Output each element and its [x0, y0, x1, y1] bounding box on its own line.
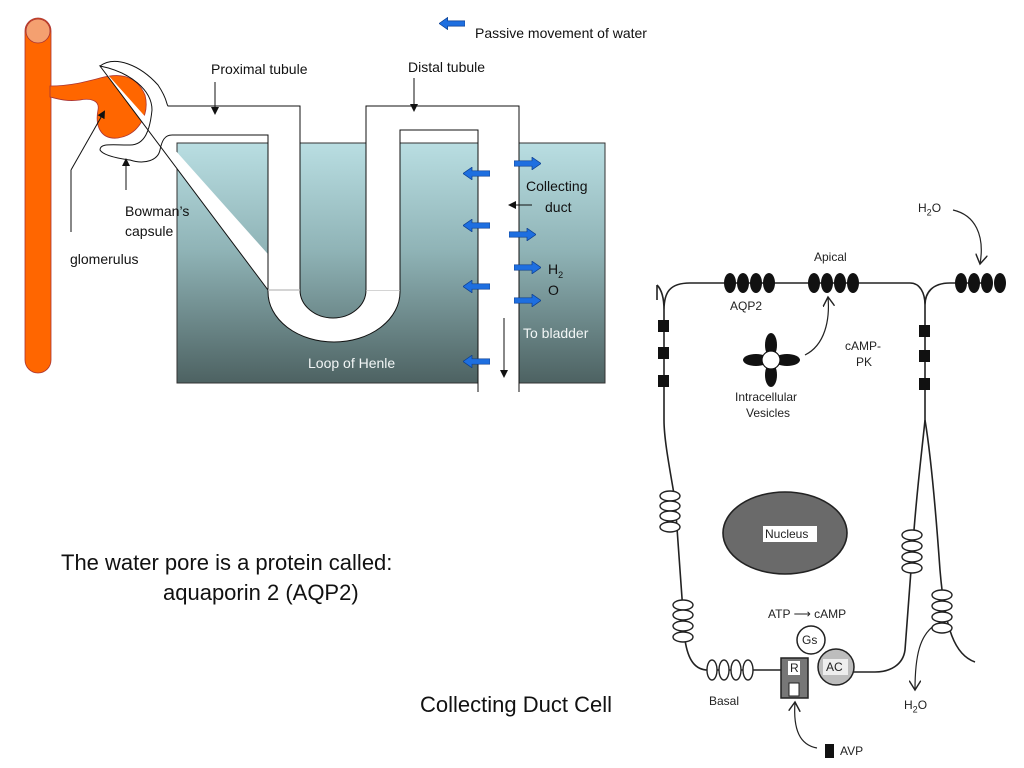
- intracellular-vesicles: [743, 333, 800, 387]
- aqp2-cluster: [955, 273, 1006, 293]
- aqp2-cluster: [808, 273, 859, 293]
- legend-arrow-icon: [439, 17, 465, 30]
- distal-tubule-label: Distal tubule: [408, 59, 486, 75]
- h2o-top-o: O: [931, 201, 942, 215]
- camp-pk-label-line1: cAMP-: [845, 339, 881, 353]
- bowmans-capsule-label-line1: Bowman’s: [125, 203, 190, 219]
- h2o-o-label: O: [548, 282, 559, 298]
- h2o-bottom-h: H: [904, 698, 913, 712]
- avp-label: AVP: [840, 744, 864, 758]
- collecting-duct-label-line2: duct: [545, 199, 572, 215]
- nucleus-label: Nucleus: [765, 527, 809, 541]
- vesicles-label-line2: Vesicles: [746, 406, 791, 420]
- aqp2-cluster: [724, 273, 775, 293]
- h2o-bottom-label: H2O: [904, 698, 927, 714]
- loop-of-henle-label: Loop of Henle: [308, 355, 396, 371]
- camp-pk-label-line2: PK: [856, 355, 873, 369]
- h2o-h: H: [548, 261, 559, 277]
- loop-of-henle: [267, 289, 401, 343]
- proximal-tubule-label: Proximal tubule: [211, 61, 308, 77]
- h2o-sub: 2: [558, 269, 564, 280]
- bowmans-capsule-label-line2: capsule: [125, 223, 174, 239]
- h2o-bottom-sub: 2: [912, 704, 918, 715]
- to-bladder-label: To bladder: [523, 325, 589, 341]
- caption-line1: The water pore is a protein called:: [61, 550, 393, 575]
- aqp2-label: AQP2: [730, 299, 763, 313]
- h2o-top-sub: 2: [926, 207, 932, 218]
- vesicles-label-line1: Intracellular: [735, 390, 798, 404]
- atp-camp-label: ATP ⟶ cAMP: [768, 607, 847, 621]
- apical-label: Apical: [814, 250, 847, 264]
- glomerulus-label: glomerulus: [70, 251, 139, 267]
- cell-title: Collecting Duct Cell: [420, 692, 612, 717]
- h2o-top-h: H: [918, 201, 927, 215]
- lateral-coils: [659, 490, 953, 681]
- collecting-duct-label-line1: Collecting: [526, 178, 588, 194]
- gs-protein: [796, 625, 826, 655]
- ac-label: AC: [826, 660, 843, 674]
- caption-line2: aquaporin 2 (AQP2): [163, 580, 359, 605]
- distal-tubule: [366, 106, 519, 392]
- legend-label: Passive movement of water: [475, 25, 647, 41]
- gs-label: Gs: [802, 633, 818, 647]
- tight-junctions: [658, 320, 930, 390]
- h2o-label: H2: [548, 261, 563, 280]
- h2o-bottom-o: O: [917, 698, 928, 712]
- basal-label: Basal: [709, 694, 740, 708]
- avp-marker: [825, 744, 834, 758]
- h2o-top-label: H2O: [918, 201, 941, 217]
- r-label: R: [790, 661, 799, 675]
